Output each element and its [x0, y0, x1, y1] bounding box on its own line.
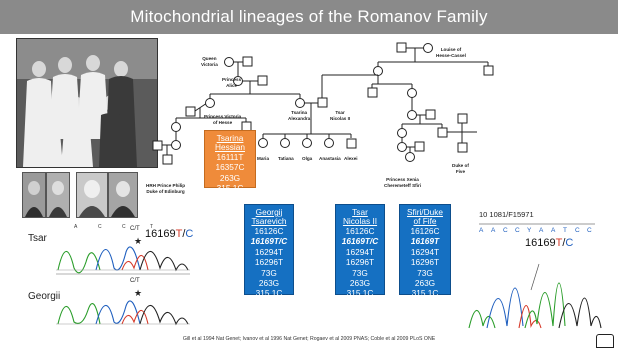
female-symbol [295, 98, 305, 108]
haplotype-box-tsar: Tsar Nicolas II 16126C 16169T/C 16294T 1… [335, 204, 385, 298]
label-duke-fife: Duke of Five [452, 163, 469, 174]
male-symbol [346, 138, 357, 149]
seq-letter: C [575, 227, 580, 234]
male-symbol [396, 42, 407, 53]
portrait-thumbnail [46, 172, 70, 218]
label-victoria-hesse: Princess Victoria of Hesse [204, 114, 242, 125]
trace-green [57, 250, 101, 274]
male-symbol [457, 142, 468, 153]
male-symbol [457, 113, 468, 124]
female-symbol [373, 66, 383, 76]
female-symbol [405, 152, 415, 162]
male-symbol [185, 106, 196, 117]
star-marker: ★ [134, 288, 142, 298]
female-symbol [324, 138, 334, 148]
chromatogram-panel-left: A C C T ★ ★ C/T C/T [56, 222, 190, 330]
haplotype-box-sfiri: Sfiri/Duke of Fife 16126C 16169T 16294T … [399, 204, 451, 298]
male-symbol [414, 141, 425, 152]
seq-letter: T [563, 227, 567, 234]
label-child: Anastasia [319, 156, 341, 161]
female-symbol [407, 88, 417, 98]
seq-letter: A [551, 227, 556, 234]
female-symbol [397, 128, 407, 138]
label-queen-victoria: Queen Victoria [201, 56, 218, 67]
position-label-right: 16169T/C [525, 237, 574, 249]
trace-blue [95, 246, 141, 271]
seq-letter: A [491, 227, 496, 234]
right-trace-header: 10 1081/F15971 [479, 210, 534, 219]
male-symbol [483, 65, 494, 76]
female-symbol [302, 138, 312, 148]
seq-letter: Y [527, 227, 532, 234]
family-photo [16, 38, 158, 168]
portrait-thumbnail [22, 172, 46, 218]
seq-letter: A [479, 227, 484, 234]
female-symbol [205, 98, 215, 108]
tsar-trace-label: Tsar [28, 233, 47, 244]
male-symbol [317, 97, 328, 108]
trace-black [139, 250, 189, 272]
portrait-thumbnail [108, 172, 138, 218]
female-symbol [171, 122, 181, 132]
female-symbol [423, 43, 433, 53]
male-symbol [425, 109, 436, 120]
seq-letter: C [587, 227, 592, 234]
page-title: Mitochondrial lineages of the Romanov Fa… [130, 7, 488, 26]
haplotype-box-georgij: Georgij Tsarevich 16126C 16169T/C 16294T… [244, 204, 294, 298]
seq-letter: C [98, 224, 102, 230]
label-tsarina: Tsarina Alexandra [288, 110, 311, 121]
heteroplasmy-mark: C/T [130, 226, 140, 232]
female-symbol [258, 138, 268, 148]
label-child: Tatiana [278, 156, 294, 161]
female-symbol [280, 138, 290, 148]
title-bar: Mitochondrial lineages of the Romanov Fa… [0, 0, 618, 34]
seq-letter: T [150, 224, 153, 230]
georgii-trace-label: Georgii [28, 291, 61, 302]
seq-letter: A [539, 227, 544, 234]
star-marker: ★ [134, 236, 142, 246]
label-child: Maria [257, 156, 270, 161]
male-symbol [152, 140, 163, 151]
chromatogram-panel-right: A A C C Y A A T C C 10 1081/F15971 16169… [465, 210, 603, 332]
position-label-left: 16169T/C [145, 228, 194, 240]
female-symbol [171, 140, 181, 150]
label-louise: Louise of Hesse-Cassel [436, 47, 466, 58]
heteroplasmy-mark: C/T [130, 278, 140, 284]
institution-logo [596, 334, 614, 348]
label-princess-alice: Princess Alice [222, 77, 242, 88]
portrait-thumbnail [76, 172, 108, 218]
seq-letter: C [122, 224, 126, 230]
citation: Gill et al 1994 Nat Genet; Ivanov et al … [182, 336, 436, 342]
label-child: Alexei [344, 156, 358, 161]
label-child: Olga [302, 156, 313, 161]
label-philip: HRH Prince Philip Duke of Edinburg [146, 183, 186, 194]
label-tsar: Tsar Nicolas II [330, 110, 351, 121]
female-symbol [407, 110, 417, 120]
male-symbol [437, 127, 448, 138]
haplotype-box-tsarina: Tsarina Hessian 16111T 16357C 263G 315.1… [204, 130, 256, 193]
seq-letter: A [74, 224, 78, 230]
label-xenia: Princess Xenia Cheremeteff Sfiri [384, 177, 422, 188]
male-symbol [162, 154, 173, 165]
male-symbol [242, 56, 253, 67]
female-symbol [397, 142, 407, 152]
female-symbol [224, 57, 234, 67]
male-symbol [257, 75, 268, 86]
male-symbol [367, 87, 378, 98]
seq-letter: C [515, 227, 520, 234]
seq-letter: C [503, 227, 508, 234]
